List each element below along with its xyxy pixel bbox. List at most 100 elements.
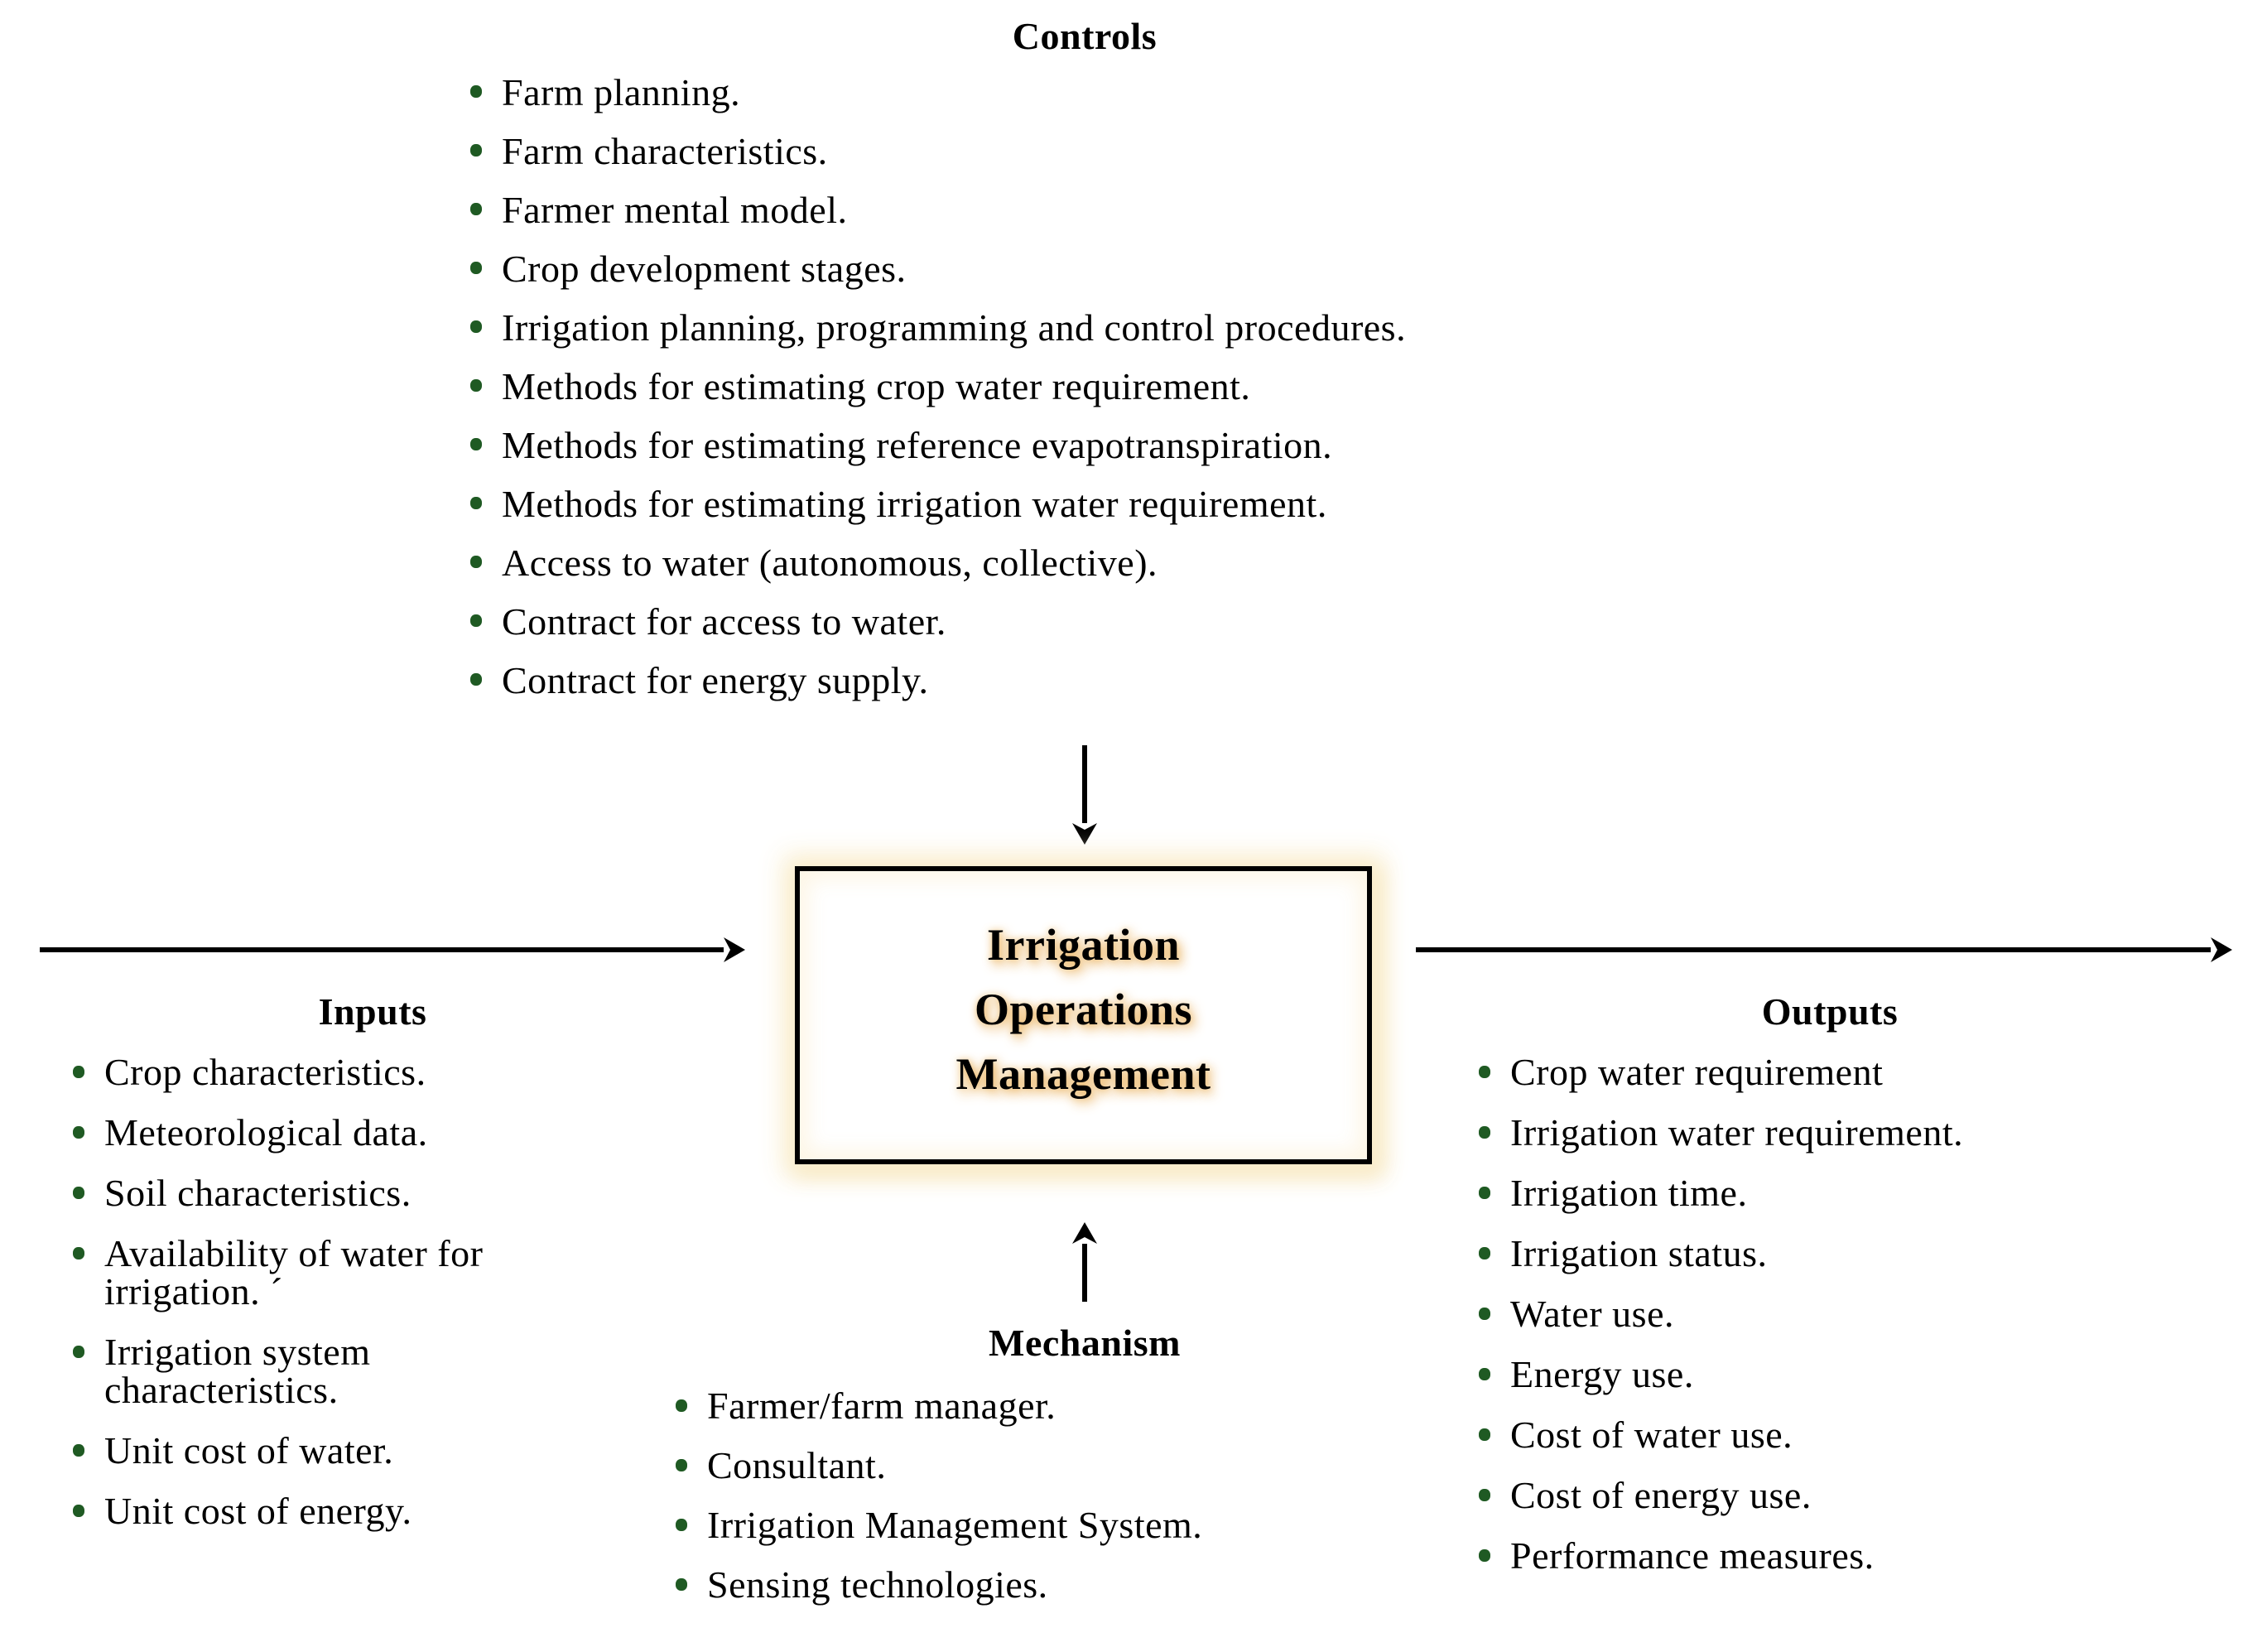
outputs-arrow <box>1416 937 2232 962</box>
list-item: Meteorological data. <box>73 1114 652 1152</box>
controls-list: Farm planning. Farm characteristics. Far… <box>470 73 1928 720</box>
list-item-label: Methods for estimating crop water requir… <box>502 365 1251 407</box>
inputs-title: Inputs <box>318 990 427 1033</box>
mechanism-list: Farmer/farm manager. Consultant. Irrigat… <box>676 1387 1487 1626</box>
controls-title: Controls <box>1012 15 1158 57</box>
list-item: Energy use. <box>1479 1356 2257 1394</box>
list-item: Performance measures. <box>1479 1537 2257 1575</box>
list-item-label: Sensing technologies. <box>707 1563 1048 1606</box>
bullet-icon <box>73 1505 84 1517</box>
list-item: Irrigation status. <box>1479 1235 2257 1273</box>
process-box-label: Irrigation Operations Management <box>955 920 1211 1099</box>
list-item-label: Irrigation planning, programming and con… <box>502 306 1407 349</box>
list-item-label: Irrigation Management System. <box>707 1504 1203 1546</box>
list-item-label: Soil characteristics. <box>104 1172 412 1214</box>
list-item-label: Contract for energy supply. <box>502 659 929 701</box>
bullet-icon <box>1479 1428 1490 1441</box>
bullet-icon <box>73 1247 84 1259</box>
list-item: Crop characteristics. <box>73 1053 652 1091</box>
list-item: Irrigation water requirement. <box>1479 1114 2257 1152</box>
list-item-label: Farmer/farm manager. <box>707 1385 1056 1427</box>
list-item: Farmer/farm manager. <box>676 1387 1487 1425</box>
bullet-icon <box>1479 1368 1490 1380</box>
list-item: Cost of energy use. <box>1479 1476 2257 1515</box>
bullet-icon <box>470 262 482 274</box>
list-item: Irrigation planning, programming and con… <box>470 308 1928 347</box>
bullet-icon <box>470 203 482 215</box>
list-item-label: Water use. <box>1510 1293 1674 1335</box>
list-item: Crop development stages. <box>470 249 1928 288</box>
bullet-icon <box>470 556 482 568</box>
bullet-icon <box>1479 1126 1490 1139</box>
bullet-icon <box>676 1399 687 1412</box>
list-item-label: Irrigation time. <box>1510 1172 1748 1214</box>
outputs-title: Outputs <box>1761 990 1899 1033</box>
list-item-label: Irrigation system characteristics. <box>104 1331 371 1411</box>
list-item: Farmer mental model. <box>470 190 1928 229</box>
process-box: Irrigation Operations Management <box>795 866 1372 1164</box>
bullet-icon <box>676 1459 687 1471</box>
bullet-icon <box>470 379 482 392</box>
list-item: Unit cost of energy. <box>73 1492 652 1530</box>
bullet-icon <box>73 1066 84 1078</box>
mechanism-arrow <box>1072 1222 1097 1302</box>
list-item-label: Methods for estimating irrigation water … <box>502 483 1327 525</box>
inputs-list: Crop characteristics. Meteorological dat… <box>73 1053 652 1553</box>
bullet-icon <box>470 85 482 98</box>
list-item-label: Cost of water use. <box>1510 1414 1793 1456</box>
bullet-icon <box>470 614 482 627</box>
mechanism-title: Mechanism <box>989 1322 1181 1364</box>
list-item: Water use. <box>1479 1295 2257 1333</box>
list-item: Farm planning. <box>470 73 1928 112</box>
list-item-label: Irrigation water requirement. <box>1510 1111 1964 1154</box>
list-item-label: Contract for access to water. <box>502 600 946 643</box>
bullet-icon <box>470 144 482 157</box>
list-item: Consultant. <box>676 1447 1487 1485</box>
list-item-label: Cost of energy use. <box>1510 1474 1812 1516</box>
bullet-icon <box>1479 1549 1490 1562</box>
list-item-label: Farm planning. <box>502 71 741 113</box>
list-item: Contract for access to water. <box>470 602 1928 641</box>
controls-arrow <box>1072 745 1097 845</box>
list-item-label: Irrigation status. <box>1510 1232 1768 1274</box>
list-item: Irrigation Management System. <box>676 1506 1487 1544</box>
bullet-icon <box>676 1578 687 1591</box>
bullet-icon <box>73 1187 84 1199</box>
list-item-label: Access to water (autonomous, collective)… <box>502 542 1158 584</box>
list-item-label: Methods for estimating reference evapotr… <box>502 424 1333 466</box>
list-item-label: Performance measures. <box>1510 1534 1875 1577</box>
list-item-label: Farmer mental model. <box>502 189 848 231</box>
bullet-icon <box>1479 1187 1490 1199</box>
list-item: Crop water requirement <box>1479 1053 2257 1091</box>
list-item-label: Crop development stages. <box>502 248 907 290</box>
bullet-icon <box>73 1346 84 1358</box>
list-item: Sensing technologies. <box>676 1566 1487 1604</box>
list-item-label: Meteorological data. <box>104 1111 428 1154</box>
list-item-label: Unit cost of water. <box>104 1429 394 1471</box>
list-item: Cost of water use. <box>1479 1416 2257 1454</box>
bullet-icon <box>1479 1066 1490 1078</box>
list-item: Contract for energy supply. <box>470 661 1928 700</box>
list-item-label: Energy use. <box>1510 1353 1694 1395</box>
list-item-label: Consultant. <box>707 1444 887 1486</box>
list-item: Methods for estimating crop water requir… <box>470 367 1928 406</box>
list-item-label: Crop characteristics. <box>104 1051 426 1093</box>
inputs-arrow <box>40 937 745 962</box>
list-item: Availability of water for irrigation. ´ <box>73 1235 652 1311</box>
list-item: Methods for estimating irrigation water … <box>470 484 1928 523</box>
list-item: Irrigation system characteristics. <box>73 1333 652 1409</box>
bullet-icon <box>470 497 482 509</box>
list-item-label: Unit cost of energy. <box>104 1490 412 1532</box>
bullet-icon <box>1479 1247 1490 1259</box>
outputs-list: Crop water requirement Irrigation water … <box>1479 1053 2257 1597</box>
list-item: Unit cost of water. <box>73 1432 652 1470</box>
list-item-label: Farm characteristics. <box>502 130 828 172</box>
bullet-icon <box>73 1126 84 1139</box>
bullet-icon <box>1479 1489 1490 1501</box>
list-item: Methods for estimating reference evapotr… <box>470 426 1928 465</box>
bullet-icon <box>470 673 482 686</box>
bullet-icon <box>1479 1308 1490 1320</box>
list-item-label: Crop water requirement <box>1510 1051 1884 1093</box>
bullet-icon <box>73 1444 84 1457</box>
